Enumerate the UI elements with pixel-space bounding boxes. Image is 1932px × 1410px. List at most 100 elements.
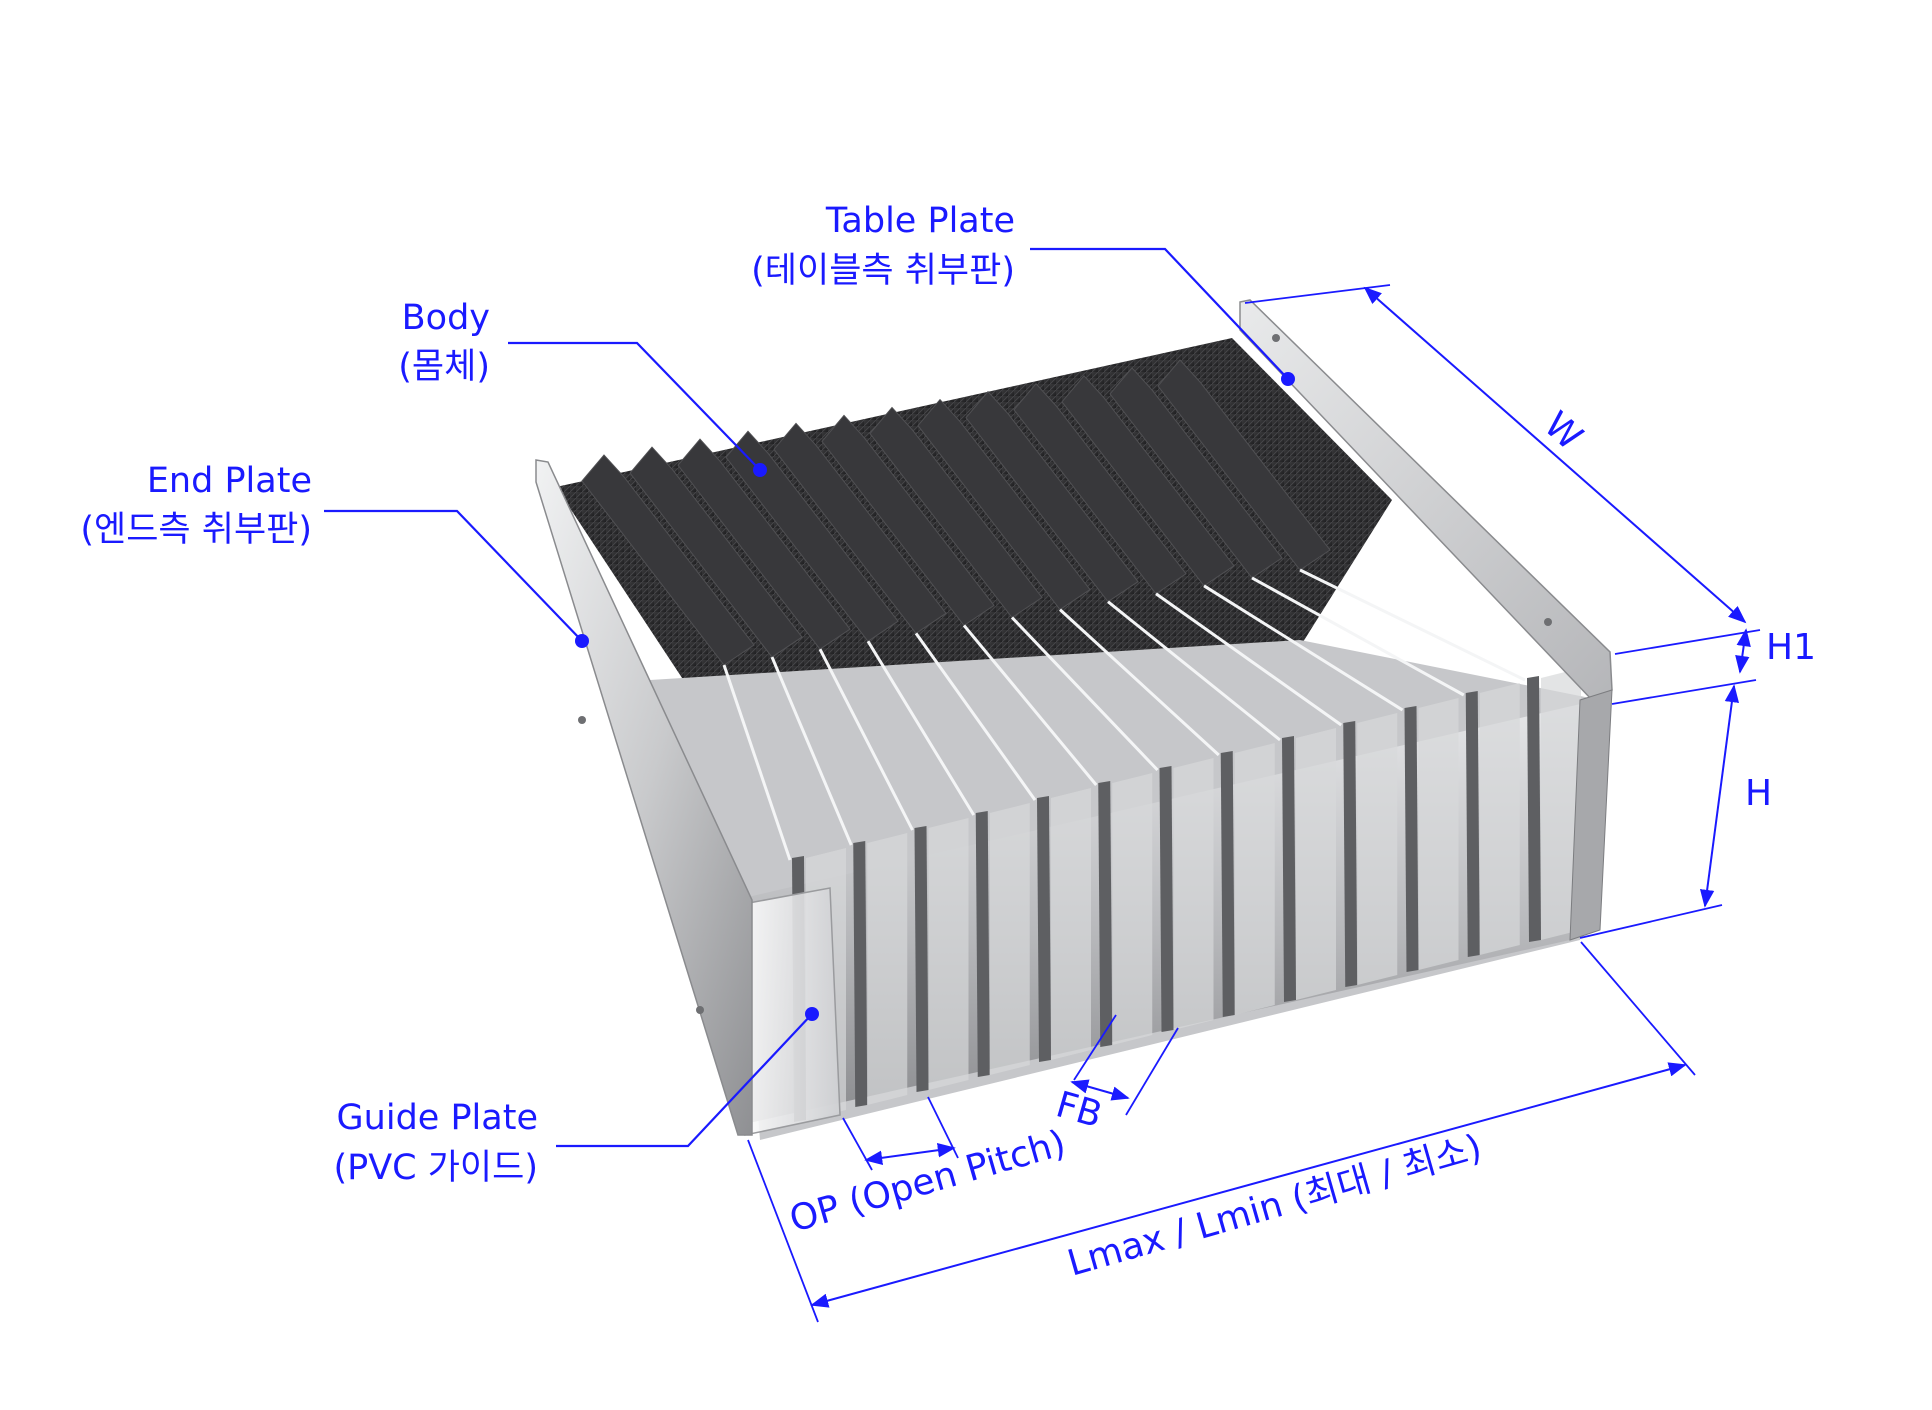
end-plate-hole — [696, 1006, 704, 1014]
fold-stiffener — [1465, 691, 1480, 957]
fold-stiffener — [1098, 781, 1113, 1047]
fb-extension — [1073, 1014, 1117, 1081]
w-extension — [1244, 284, 1391, 304]
fold-stiffener — [975, 811, 990, 1077]
h-label: H — [1745, 773, 1772, 814]
fold-stiffener — [1159, 766, 1174, 1032]
fold-highlight-line — [770, 656, 853, 846]
fold-panel — [1112, 773, 1153, 1045]
fold-stiffener — [914, 826, 929, 1092]
table-plate-hole — [1544, 618, 1552, 626]
fold-highlight-line — [1010, 616, 1159, 772]
fold-stiffener — [1527, 676, 1541, 942]
fold-panel — [1173, 758, 1214, 1030]
h1-dim-line — [1735, 628, 1751, 674]
fold-stiffener — [1037, 796, 1051, 1062]
w-label: W — [1536, 404, 1590, 458]
fabric-fold-ridge — [773, 422, 947, 635]
table-plate-leader — [1030, 247, 1289, 380]
h-extension — [1579, 904, 1723, 939]
fold-highlight-line — [962, 624, 1098, 786]
fold-highlight-line — [866, 640, 976, 816]
table-plate-dot — [1281, 372, 1295, 386]
guide-plate-label: Guide Plate — [337, 1098, 538, 1138]
end-plate-leader — [324, 509, 583, 642]
length-label: Lmax / Lmin (최대 / 최소) — [1063, 1127, 1486, 1285]
fold-panel — [1234, 743, 1275, 1015]
fabric-fold-ridge — [725, 430, 899, 642]
length-extension — [1580, 941, 1696, 1076]
h-dim-line — [1699, 684, 1740, 908]
fold-highlight-line — [914, 632, 1037, 801]
length-dim-line — [810, 1062, 1687, 1308]
h-extension — [1611, 679, 1757, 705]
end-plate-hole — [578, 716, 586, 724]
fold-stiffener — [1404, 706, 1419, 972]
fb-dim-line — [1070, 1079, 1130, 1101]
fold-panel — [928, 818, 969, 1090]
fold-panel — [1357, 713, 1398, 985]
fb-extension — [1125, 1027, 1179, 1116]
table-plate-hole — [1272, 334, 1280, 342]
fold-panel — [989, 803, 1030, 1075]
fold-stiffener — [853, 841, 868, 1107]
fabric-fold-ridge — [869, 406, 1043, 619]
fold-highlight-line — [1155, 592, 1343, 727]
fold-panel — [1541, 668, 1581, 940]
fold-highlight-line — [1203, 584, 1404, 712]
fabric-fold-ridge — [821, 414, 995, 627]
table-plate-label: Table Plate — [825, 201, 1015, 241]
table-plate-label-ko: (테이블측 취부판) — [751, 251, 1015, 291]
end-plate-dot — [575, 634, 589, 648]
end-plate-shape — [535, 459, 753, 1136]
fabric-fold-ridge — [677, 438, 851, 650]
fold-group — [581, 359, 1581, 1122]
body-leader — [508, 341, 761, 471]
fabric-fold-ridge — [1109, 367, 1283, 579]
fold-highlight-line — [722, 664, 792, 861]
fold-highlight-line — [1299, 568, 1526, 682]
fold-stiffener — [1220, 751, 1235, 1017]
leader-lines — [324, 247, 1295, 1148]
fabric-fold-ridge — [1013, 382, 1187, 595]
fold-panel — [867, 833, 908, 1105]
fold-highlight-line — [818, 648, 914, 831]
w-extension — [1614, 629, 1761, 655]
guide-plate-label-ko: (PVC 가이드) — [333, 1148, 538, 1188]
fold-panel — [1296, 728, 1336, 1000]
bellows-illustration — [535, 299, 1613, 1140]
dimension-lines — [747, 284, 1761, 1323]
op-extension — [842, 1117, 873, 1171]
guide-plate-dot — [805, 1007, 819, 1021]
fabric-fold-ridge — [1157, 359, 1331, 571]
table-plate-flange — [1569, 689, 1613, 941]
fabric-fold-ridge — [1061, 375, 1235, 587]
fold-highlight-line — [1058, 608, 1220, 757]
fabric-fold-ridge — [965, 390, 1139, 603]
fold-highlight-line — [1251, 576, 1465, 697]
body-label-ko: (몸체) — [398, 347, 490, 387]
w-dim-line — [1363, 286, 1747, 624]
length-extension — [747, 1139, 819, 1323]
fold-stiffener — [1282, 736, 1296, 1002]
body-label: Body — [402, 298, 490, 338]
body-dot — [753, 463, 767, 477]
end-plate-label-ko: (엔드측 취부판) — [80, 510, 312, 550]
fold-panel — [1479, 683, 1520, 955]
fabric-fold-ridge — [917, 398, 1091, 611]
fold-panel — [1418, 698, 1459, 970]
fold-highlight-line — [1107, 600, 1281, 742]
guide-plate — [737, 887, 841, 1136]
h1-label: H1 — [1766, 627, 1816, 668]
fabric-fold-ridge — [629, 446, 803, 658]
fold-stiffener — [1343, 721, 1358, 987]
op-label: OP (Open Pitch) — [785, 1123, 1070, 1241]
part-labels: Table Plate (테이블측 취부판) Body (몸체) End Pla… — [80, 201, 1015, 1188]
guide-plate-leader — [556, 1013, 813, 1148]
op-dim-line — [864, 1143, 956, 1165]
fold-panel — [1051, 788, 1091, 1060]
fabric-fold-ridge — [581, 454, 755, 666]
end-plate-label: End Plate — [147, 461, 312, 501]
